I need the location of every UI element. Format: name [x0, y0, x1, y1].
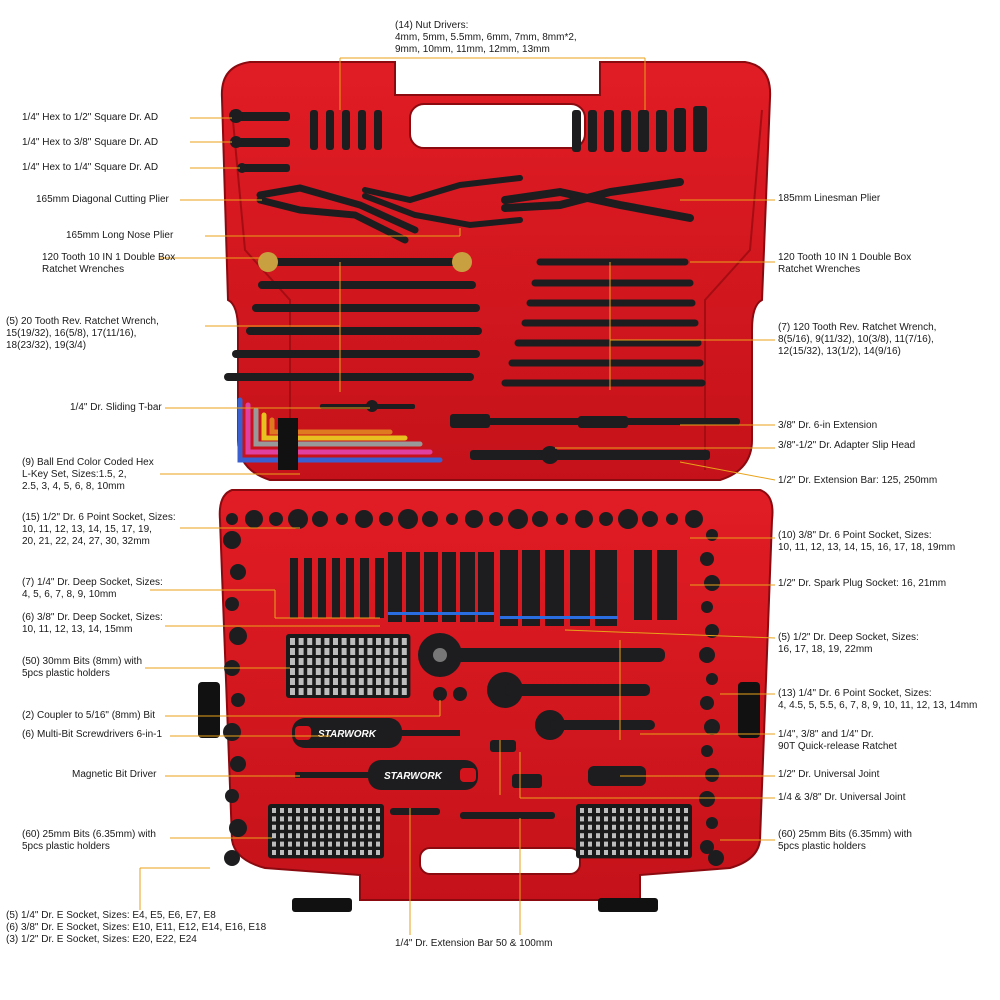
label-ball-end: (9) Ball End Color Coded Hex L-Key Set, …: [22, 457, 154, 492]
screwdrivers: STARWORK STARWORK: [292, 718, 478, 790]
callout-leaders: [139, 57, 776, 935]
label-sliding-tbar: 1/4" Dr. Sliding T-bar: [70, 402, 162, 413]
label-spark-plug: 1/2" Dr. Spark Plug Socket: 16, 21mm: [778, 578, 947, 589]
label-bits-25mm-right: (60) 25mm Bits (6.35mm) with 5pcs plasti…: [778, 829, 912, 852]
wrench-set-left: [224, 252, 482, 381]
label-ext-6in: 3/8" Dr. 6-in Extension: [778, 420, 878, 431]
label-e-sockets: (5) 1/4" Dr. E Socket, Sizes: E4, E5, E6…: [6, 910, 267, 945]
socket-ring: [223, 509, 724, 866]
label-magnetic: Magnetic Bit Driver: [72, 769, 157, 780]
label-deep-threeeighth: (6) 3/8" Dr. Deep Socket, Sizes: 10, 11,…: [22, 612, 163, 635]
label-rev-ratchet-20: (5) 20 Tooth Rev. Ratchet Wrench, 15(19/…: [6, 316, 159, 351]
hex-keys: [237, 397, 443, 470]
label-hex-threeeighth: 1/4" Hex to 3/8" Square Dr. AD: [22, 137, 159, 148]
label-bits-30mm: (50) 30mm Bits (8mm) with 5pcs plastic h…: [22, 656, 143, 679]
label-deep-quarter: (7) 1/4" Dr. Deep Socket, Sizes: 4, 5, 6…: [22, 577, 163, 600]
label-socket-quarter-6pt: (13) 1/4" Dr. 6 Point Socket, Sizes: 4, …: [778, 688, 978, 711]
label-nut-drivers: (14) Nut Drivers: 4mm, 5mm, 5.5mm, 6mm, …: [395, 20, 577, 55]
label-linesman-plier: 185mm Linesman Plier: [778, 193, 881, 204]
label-ujoint-small: 1/4 & 3/8" Dr. Universal Joint: [778, 792, 906, 803]
bit-blocks: [268, 634, 692, 859]
label-ext-quarter: 1/4" Dr. Extension Bar 50 & 100mm: [395, 938, 553, 949]
label-deep-half: (5) 1/2" Dr. Deep Socket, Sizes: 16, 17,…: [778, 632, 919, 655]
label-diag-plier: 165mm Diagonal Cutting Plier: [36, 194, 169, 205]
hex-adapters: [229, 109, 290, 173]
wrench-set-right: [501, 258, 706, 387]
pliers: [256, 175, 694, 244]
extension-bars: [320, 400, 740, 464]
driver-brand: STARWORK: [384, 771, 443, 782]
label-longnose-plier: 165mm Long Nose Plier: [66, 230, 174, 241]
label-coupler: (2) Coupler to 5/16" (8mm) Bit: [22, 710, 156, 721]
label-hex-half: 1/4" Hex to 1/2" Square Dr. AD: [22, 112, 159, 123]
top-lid: [220, 61, 772, 481]
label-socket-half-6pt: (15) 1/2" Dr. 6 Point Socket, Sizes: 10,…: [22, 512, 176, 547]
label-adapter-slip: 3/8"-1/2" Dr. Adapter Slip Head: [778, 440, 916, 451]
ratchets: [418, 633, 665, 740]
universal-joints: [390, 687, 646, 819]
label-ujoint-half: 1/2" Dr. Universal Joint: [778, 769, 880, 780]
label-multibit: (6) Multi-Bit Screwdrivers 6-in-1: [22, 729, 163, 740]
label-double-box-right: 120 Tooth 10 IN 1 Double Box Ratchet Wre…: [778, 252, 912, 275]
label-socket-38-6pt: (10) 3/8" Dr. 6 Point Socket, Sizes: 10,…: [778, 530, 956, 553]
label-quick-release: 1/4", 3/8" and 1/4" Dr. 90T Quick-releas…: [778, 729, 897, 752]
label-hex-quarter: 1/4" Hex to 1/4" Square Dr. AD: [22, 162, 159, 173]
deep-sockets: [290, 550, 677, 626]
label-ext-bar-half: 1/2" Dr. Extension Bar: 125, 250mm: [778, 475, 938, 486]
label-bits-25mm-left: (60) 25mm Bits (6.35mm) with 5pcs plasti…: [22, 829, 156, 852]
label-rev-ratchet-120: (7) 120 Tooth Rev. Ratchet Wrench, 8(5/1…: [778, 322, 937, 357]
nut-drivers: [310, 106, 707, 152]
label-double-box-left: 120 Tooth 10 IN 1 Double Box Ratchet Wre…: [42, 252, 176, 275]
screwdriver-brand: STARWORK: [318, 729, 377, 740]
